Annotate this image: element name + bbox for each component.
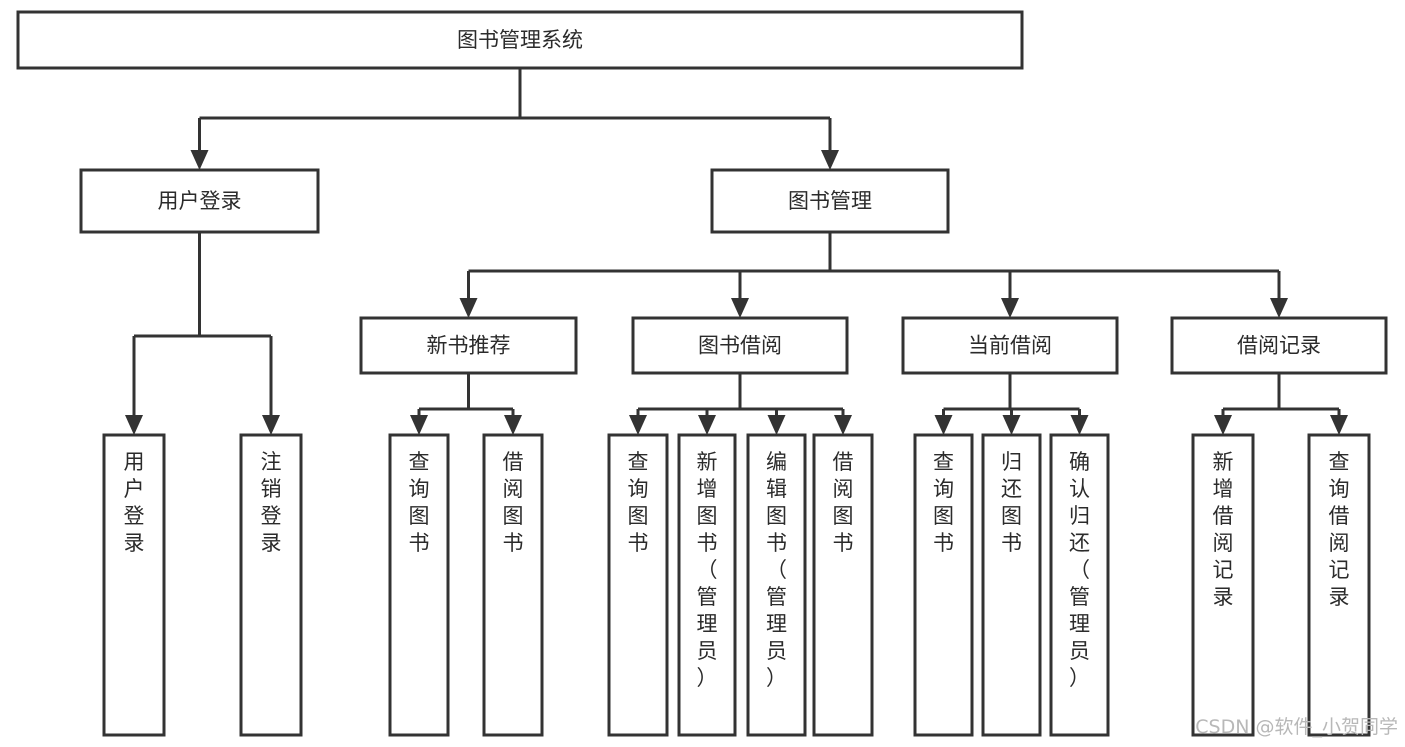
node-box-query-borrow-record [1307,433,1371,737]
node-add-book[interactable]: 新增图书（管理员） [677,433,737,737]
node-label-borrow-book-1: 借阅图书 [503,450,524,555]
node-box-user-login [79,168,320,234]
node-box-borrow-record [1170,316,1388,375]
node-box-query-book-1 [388,433,450,737]
node-label-borrow-record: 借阅记录 [1237,334,1321,358]
node-box-add-borrow-record [1191,433,1255,737]
connector-to-edit-book-arrowhead [767,415,786,435]
node-label-add-borrow-record: 新增借阅记录 [1213,450,1234,609]
node-root[interactable]: 图书管理系统 [16,10,1024,70]
node-query-book-1[interactable]: 查询图书 [388,433,450,737]
connector-to-add-borrow-record-arrowhead [1214,415,1232,435]
connector-to-borrow-record-arrowhead [1270,298,1288,318]
connector-to-current-borrow-arrowhead [1001,298,1019,318]
node-book-borrow[interactable]: 图书借阅 [631,316,849,375]
node-box-return-book [981,433,1042,737]
connector-to-confirm-return-arrowhead [1070,415,1089,435]
node-box-query-book-3 [913,433,974,737]
connector-to-query-book-1-arrowhead [410,415,428,435]
node-label-query-book-3: 查询图书 [933,450,954,555]
node-box-root [16,10,1024,70]
connector-to-return-book-arrowhead [1002,415,1021,435]
connector-to-borrow-book-1-arrowhead [504,415,522,435]
node-borrow-record[interactable]: 借阅记录 [1170,316,1388,375]
node-box-confirm-return [1049,433,1110,737]
connector-to-add-book-arrowhead [698,415,716,435]
node-user-login-do[interactable]: 用户登录 [102,433,166,737]
node-query-book-3[interactable]: 查询图书 [913,433,974,737]
connector-to-query-book-2-arrowhead [629,415,647,435]
node-layer: 图书管理系统用户登录用户登录注销登录图书管理新书推荐查询图书借阅图书图书借阅查询… [16,10,1388,737]
node-label-return-book: 归还图书 [1001,450,1022,555]
node-label-query-borrow-record: 查询借阅记录 [1329,450,1350,609]
node-label-query-book-2: 查询图书 [628,450,649,555]
node-current-borrow[interactable]: 当前借阅 [901,316,1119,375]
node-label-current-borrow: 当前借阅 [968,334,1052,358]
node-user-login[interactable]: 用户登录 [79,168,320,234]
node-return-book[interactable]: 归还图书 [981,433,1042,737]
node-box-borrow-book-2 [812,433,874,737]
node-label-user-logout: 注销登录 [261,450,282,555]
connector-to-new-book-recommend-arrowhead [459,298,478,318]
connector-to-user-logout-arrowhead [262,415,280,435]
node-label-edit-book: 编辑图书（管理员） [766,450,787,690]
connector-to-query-borrow-record-arrowhead [1330,415,1348,435]
node-user-logout[interactable]: 注销登录 [239,433,303,737]
node-book-management[interactable]: 图书管理 [710,168,950,234]
node-label-book-management: 图书管理 [788,189,872,213]
node-label-user-login: 用户登录 [158,189,242,213]
node-label-book-borrow: 图书借阅 [698,334,782,358]
node-label-user-login-do: 用户登录 [124,450,145,555]
node-box-borrow-book-1 [482,433,544,737]
node-box-edit-book [746,433,807,737]
node-box-user-login-do [102,433,166,737]
csdn-watermark: CSDN @软件_小贺同学 [1195,716,1398,738]
node-label-new-book-recommend: 新书推荐 [427,334,511,358]
connector-to-user-login-do-arrowhead [125,415,143,435]
node-label-query-book-1: 查询图书 [409,450,430,555]
connector-to-query-book-3-arrowhead [934,415,953,435]
node-query-book-2[interactable]: 查询图书 [607,433,669,737]
node-label-confirm-return: 确认归还（管理员） [1069,450,1090,690]
node-box-current-borrow [901,316,1119,375]
node-confirm-return[interactable]: 确认归还（管理员） [1049,433,1110,737]
connector-to-book-management-arrowhead [821,150,839,170]
node-label-add-book: 新增图书（管理员） [697,450,718,690]
connector-to-borrow-book-2-arrowhead [834,415,852,435]
node-new-book-recommend[interactable]: 新书推荐 [359,316,578,375]
node-box-add-book [677,433,737,737]
node-box-query-book-2 [607,433,669,737]
node-box-user-logout [239,433,303,737]
node-add-borrow-record[interactable]: 新增借阅记录 [1191,433,1255,737]
connector-layer [125,68,1348,435]
node-borrow-book-1[interactable]: 借阅图书 [482,433,544,737]
node-edit-book[interactable]: 编辑图书（管理员） [746,433,807,737]
connector-to-user-login-arrowhead [190,150,209,170]
node-label-root: 图书管理系统 [457,28,583,52]
node-label-borrow-book-2: 借阅图书 [833,450,854,555]
node-box-new-book-recommend [359,316,578,375]
connector-to-book-borrow-arrowhead [731,298,749,318]
node-query-borrow-record[interactable]: 查询借阅记录 [1307,433,1371,737]
node-borrow-book-2[interactable]: 借阅图书 [812,433,874,737]
node-box-book-management [710,168,950,234]
node-box-book-borrow [631,316,849,375]
